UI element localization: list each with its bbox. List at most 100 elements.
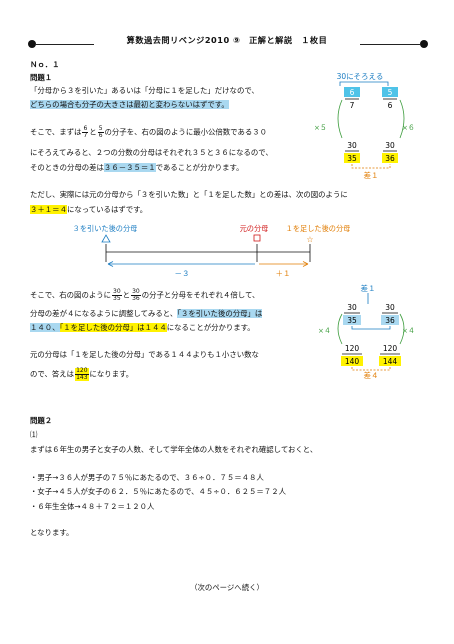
q1-line2: どちらの場合も分子の大きさは最初と変わらないはずです。 — [30, 100, 229, 111]
q2-bullet-boys: ・男子→３６人が男子の７５％にあたるので、３６÷０．７５＝４８人 — [30, 473, 264, 482]
plus-arrowhead — [302, 261, 309, 267]
star-marker: ☆ — [306, 235, 313, 244]
number-line-diagram: ３を引いた後の分母 元の分母 １を足した後の分母 ☆ －３ ＋１ — [73, 224, 351, 278]
q1-line11: 元の分母は「１を足した後の分母」である１４４よりも１小さい数な — [30, 350, 259, 359]
footer-continue: （次のページへ続く） — [190, 583, 264, 592]
numberline-label-left: ３を引いた後の分母 — [73, 224, 138, 233]
minus-arrowhead — [107, 261, 114, 267]
diagram2-diff: 差４ — [364, 370, 379, 380]
diagram2-top-lines — [351, 293, 391, 330]
q1-line7: ３＋１＝４になっているはずです。 — [30, 205, 147, 216]
q1-line5-highlight: ３６－３５＝１ — [103, 163, 156, 172]
q1-line2-highlight: どちらの場合も分子の大きさは最初と変わらないはずです。 — [30, 100, 229, 109]
q1-line3-b: と — [89, 127, 97, 137]
triangle-marker — [101, 234, 111, 243]
diagram2-left-num2: 120 — [345, 344, 360, 353]
q2-heading: 問題２ — [30, 416, 53, 425]
q2-intro: まずは６年生の男子と女子の人数、そして学年全体の人数をそれぞれ確認しておくと、 — [30, 445, 318, 454]
diagram1-right-den2: 36 — [385, 154, 395, 163]
diagram1-left-den: 7 — [350, 101, 355, 110]
page-title: 算数過去問リベンジ2010 ⑨ 正解と解説 １枚目 — [126, 35, 328, 45]
diagram-multiply-4: 差１ 30 30 35 36 ×４ ×４ 120 120 140 144 差４ — [318, 283, 415, 380]
q1-line1: 「分母から３を引いた」あるいは「分母に１を足した」だけなので、 — [30, 86, 259, 95]
q2-outro: となります。 — [30, 528, 74, 537]
q1-line4: にそろえてみると、２つの分数の分母はそれぞれ３５と３６になるので、 — [30, 148, 273, 157]
diagram1-title: 30にそろえる — [337, 72, 384, 81]
diagram2-left-den: 35 — [347, 316, 357, 325]
diagram2-left-den-box — [343, 315, 361, 325]
diagram1-right-mult: ×６ — [402, 124, 415, 132]
diagram1-diff: 差１ — [364, 170, 379, 180]
numberline-minus: －３ — [175, 269, 190, 278]
q1-line8-c: の分子と分母をそれぞれ４倍して、 — [141, 290, 260, 300]
diagram-30-align: 30にそろえる 6 5 7 6 ×５ ×６ 30 30 35 36 差１ — [314, 72, 415, 180]
diagram2-left-den2-box — [341, 356, 363, 366]
diagram2-right-num2: 120 — [383, 344, 398, 353]
q1-line8-a: そこで、右の図のように — [30, 290, 112, 300]
diagram1-left-arrow — [337, 99, 343, 139]
q1-line10-c: になることが分かります。 — [166, 323, 255, 332]
diagram2-diff-bracket — [351, 367, 391, 371]
diagram1-left-mult: ×５ — [314, 124, 327, 132]
diagram1-left-num: 6 — [350, 88, 355, 97]
diagram1-right-num: 5 — [388, 88, 393, 97]
diagram2-right-den2-box — [379, 356, 401, 366]
diagram2-right-mult: ×４ — [402, 327, 415, 335]
diagram1-left-num2: 30 — [347, 141, 357, 150]
diagram1-right-den2-box — [382, 153, 398, 163]
diagram2-left-num: 30 — [347, 303, 357, 312]
q1-line10: １４０、「１を足した後の分母」は１４４になることが分かります。 — [30, 323, 255, 334]
diagram1-right-den: 6 — [388, 101, 393, 110]
numberline-label-mid: 元の分母 — [240, 224, 269, 233]
q1-line8-b: と — [122, 290, 131, 300]
q1-line9-a: 分母の差が４になるように調整してみると、 — [30, 309, 178, 318]
q1-line5-a: そのときの分母の差は — [30, 163, 104, 172]
q1-line3-a: そこで、まずは — [30, 127, 82, 137]
diagram2-left-arrow — [337, 313, 343, 345]
diagram1-left-num-box — [344, 87, 360, 97]
q1-line3-c: の分子を、右の図のように最小公倍数である３０ — [104, 127, 268, 137]
diagram1-top-bracket — [339, 81, 389, 86]
section-label: Ｎｏ．１ — [30, 60, 60, 69]
q1-line9-highlight: 「３を引いた後の分母」は — [177, 309, 263, 318]
diagram2-top-label: 差１ — [361, 283, 376, 293]
header-rule-right — [360, 44, 420, 45]
q1-line10-blue: １４０、 — [30, 323, 60, 332]
diagram1-left-den2: 35 — [347, 154, 357, 163]
diagram2-left-den2: 140 — [345, 357, 360, 366]
diagram1-left-den2-box — [344, 153, 360, 163]
q2-bullet-girls: ・女子→４５人が女子の６２．５％にあたるので、４５÷０．６２５＝７２人 — [30, 487, 286, 496]
diagram2-right-den2: 144 — [383, 357, 398, 366]
numberline-label-right: １を足した後の分母 — [286, 224, 351, 233]
q1-line9: 分母の差が４になるように調整してみると、「３を引いた後の分母」は — [30, 309, 263, 320]
header-rule-left — [36, 44, 94, 45]
diagram2-right-den: 36 — [385, 316, 395, 325]
numberline-plus: ＋１ — [276, 269, 291, 278]
square-marker — [253, 234, 261, 242]
q1-line12-b: になります。 — [89, 369, 134, 379]
diagram2-left-mult: ×４ — [318, 327, 331, 335]
diagram2-right-den-box — [381, 315, 399, 325]
diagram1-diff-bracket — [351, 164, 391, 169]
q1-line5-c: であることが分かります。 — [155, 163, 244, 172]
q1-line6: ただし、実際には元の分母から「３を引いた数」と「１を足した数」との差は、次の図の… — [30, 190, 348, 199]
diagram1-right-num-box — [382, 87, 398, 97]
q1-line12-a: ので、答えは — [30, 369, 75, 379]
q1-line10-yellow: 「１を足した後の分母」は１４４ — [59, 323, 167, 332]
q2-subheading: ⑴ — [30, 430, 38, 439]
diagram1-right-num2: 30 — [385, 141, 395, 150]
header-dot-right — [420, 40, 428, 48]
q1-line7-highlight: ３＋１＝４ — [30, 205, 67, 214]
diagram1-right-arrow — [399, 99, 405, 139]
q2-bullet-total: ・６年生全体→４８＋７２＝１２０人 — [30, 502, 155, 511]
diagram2-right-arrow — [399, 313, 405, 345]
q1-heading: 問題１ — [30, 73, 53, 82]
